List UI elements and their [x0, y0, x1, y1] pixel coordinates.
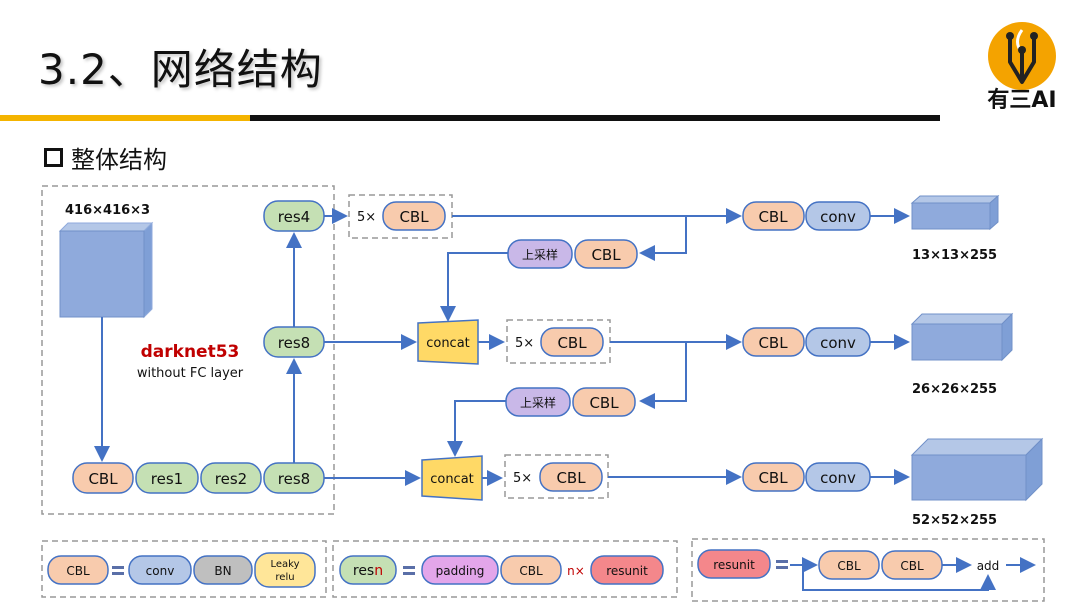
svg-text:CBL: CBL — [589, 394, 619, 412]
svg-text:relu: relu — [275, 572, 294, 583]
svg-text:CBL: CBL — [557, 334, 587, 352]
legend-cbl-leaky-relu: Leaky relu — [254, 552, 316, 588]
title-underline-accent — [0, 115, 250, 121]
backbone-res1: res1 — [135, 462, 199, 494]
svg-text:上采样: 上采样 — [522, 247, 558, 262]
svg-text:res2: res2 — [215, 470, 247, 488]
svg-text:conv: conv — [820, 469, 856, 487]
svg-text:concat: concat — [430, 472, 474, 487]
svg-text:resn: resn — [353, 563, 383, 579]
legend-resn-frame — [332, 540, 678, 598]
upsample-cbl-2: CBL — [572, 387, 636, 417]
backbone-res8-upper: res8 — [263, 326, 325, 358]
svg-text:resunit: resunit — [606, 564, 648, 578]
svg-text:conv: conv — [820, 208, 856, 226]
legend-resunit-cbl-1: CBL — [818, 550, 880, 580]
svg-text:res8: res8 — [278, 334, 310, 352]
row1-cbl-repeat: CBL — [382, 201, 446, 231]
row2-cbl: CBL — [742, 327, 805, 357]
output-cube-26 — [910, 312, 1014, 362]
legend-resunit-add: add — [977, 559, 1000, 573]
concat-1: concat — [417, 319, 479, 365]
upsample-block-1: 上采样 — [507, 239, 573, 269]
svg-text:conv: conv — [146, 564, 175, 578]
row1-conv: conv — [805, 201, 871, 231]
svg-text:CBL: CBL — [591, 246, 621, 264]
title-underline — [250, 115, 940, 121]
svg-text:CBL: CBL — [556, 469, 586, 487]
section-heading-text: 整体结构 — [71, 146, 167, 174]
svg-text:res1: res1 — [151, 470, 183, 488]
section-heading: 整体结构 — [44, 140, 167, 175]
row1-cbl: CBL — [742, 201, 805, 231]
upsample-block-2: 上采样 — [505, 387, 571, 417]
legend-resn-padding: padding — [421, 555, 499, 585]
equals-icon — [776, 560, 788, 569]
svg-text:CBL: CBL — [758, 334, 788, 352]
row3-cbl: CBL — [742, 462, 805, 492]
repeat-label-3: 5× — [513, 471, 532, 486]
svg-text:conv: conv — [820, 334, 856, 352]
svg-text:BN: BN — [214, 564, 231, 578]
input-size-label: 416×416×3 — [65, 203, 150, 218]
svg-text:CBL: CBL — [519, 564, 543, 578]
svg-text:CBL: CBL — [837, 559, 861, 573]
svg-text:resunit: resunit — [713, 558, 755, 572]
logo-icon — [988, 22, 1056, 90]
repeat-label-1: 5× — [357, 210, 376, 225]
output-cube-13 — [910, 194, 1000, 231]
equals-icon — [112, 566, 124, 575]
row3-conv: conv — [805, 462, 871, 492]
legend-cbl-conv: conv — [128, 555, 192, 585]
legend-cbl-bn: BN — [193, 555, 253, 585]
legend-cbl-frame — [41, 540, 327, 598]
svg-text:CBL: CBL — [758, 469, 788, 487]
backbone-res4: res4 — [263, 200, 325, 232]
legend-resn-repeat: n× — [567, 564, 585, 578]
legend-resn-name: resn — [339, 555, 397, 585]
legend-resunit-cbl-2: CBL — [881, 550, 943, 580]
concat-2: concat — [421, 455, 483, 501]
equals-icon — [403, 566, 415, 575]
darknet-label: darknet53 — [141, 342, 240, 362]
repeat-label-2: 5× — [515, 336, 534, 351]
row2-conv: conv — [805, 327, 871, 357]
output-label-52: 52×52×255 — [912, 513, 997, 528]
backbone-res2: res2 — [200, 462, 262, 494]
output-label-13: 13×13×255 — [912, 248, 997, 263]
svg-text:concat: concat — [426, 336, 470, 351]
output-cube-52 — [910, 437, 1044, 502]
darknet-note: without FC layer — [137, 366, 244, 381]
svg-text:CBL: CBL — [88, 470, 118, 488]
input-cube — [58, 221, 154, 319]
upsample-cbl-1: CBL — [574, 239, 638, 269]
legend-cbl-name: CBL — [47, 555, 109, 585]
svg-text:CBL: CBL — [900, 559, 924, 573]
legend-resn-cbl: CBL — [500, 555, 562, 585]
svg-text:padding: padding — [436, 564, 485, 578]
output-label-26: 26×26×255 — [912, 382, 997, 397]
backbone-res8-lower: res8 — [263, 462, 325, 494]
page-title: 3.2、网络结构 — [38, 45, 323, 94]
row2-cbl-repeat: CBL — [540, 327, 604, 357]
svg-text:res8: res8 — [278, 470, 310, 488]
legend-resn-resunit: resunit — [590, 555, 664, 585]
backbone-cbl: CBL — [72, 462, 134, 494]
legend-resunit-frame — [691, 538, 1045, 602]
svg-text:CBL: CBL — [758, 208, 788, 226]
legend-resunit-name: resunit — [697, 549, 771, 579]
square-bullet-icon — [44, 148, 63, 167]
svg-text:上采样: 上采样 — [520, 395, 556, 410]
svg-text:Leaky: Leaky — [270, 559, 299, 570]
svg-text:CBL: CBL — [66, 564, 90, 578]
logo-text: 有三AI — [987, 88, 1057, 113]
svg-text:res4: res4 — [278, 208, 310, 226]
backbone-frame — [41, 185, 335, 515]
svg-text:CBL: CBL — [399, 208, 429, 226]
row3-cbl-repeat: CBL — [539, 462, 603, 492]
